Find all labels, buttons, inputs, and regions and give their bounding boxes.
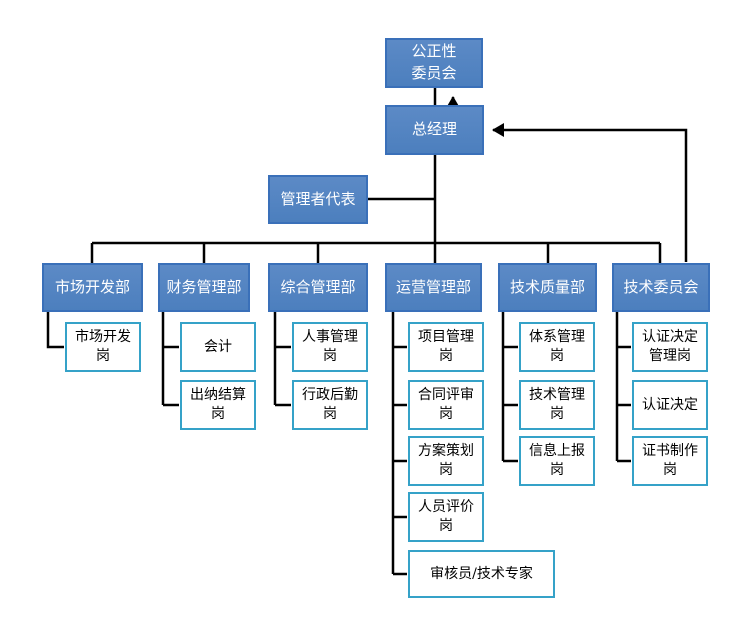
node-label: 人员评价 岗 [418,499,474,534]
node-dept-general-admin: 综合管理部 [268,263,368,312]
node-label: 体系管理 岗 [529,329,585,364]
node-dept-operations: 运营管理部 [385,263,482,312]
node-label: 证书制作 岗 [642,443,698,478]
node-role-cert-production: 证书制作 岗 [632,436,708,486]
node-label: 总经理 [411,120,457,139]
node-role-accountant: 会计 [180,322,256,372]
node-role-cashier-settlement: 出纳结算 岗 [180,380,256,430]
node-label: 技术委员会 [623,277,699,296]
node-label: 市场开发 岗 [75,329,131,364]
node-label: 综合管理部 [280,277,356,296]
node-dept-tech-quality: 技术质量部 [498,263,597,312]
node-role-auditor-tech-expert: 审核员/技术专家 [408,550,555,598]
node-role-cert-decision: 认证决定 [632,380,708,430]
node-impartiality-committee: 公正性 委员会 [385,38,483,88]
node-label: 审核员/技术专家 [430,565,533,582]
node-label: 认证决定 管理岗 [642,329,698,364]
node-label: 信息上报 岗 [529,443,585,478]
node-label: 人事管理 岗 [302,329,358,364]
node-label: 方案策划 岗 [418,443,474,478]
node-management-representative: 管理者代表 [268,175,368,224]
node-label: 行政后勤 岗 [302,387,358,422]
node-label: 技术管理 岗 [529,387,585,422]
node-role-tech-management: 技术管理 岗 [519,380,595,430]
node-role-cert-decision-management: 认证决定 管理岗 [632,322,708,372]
node-label: 合同评审 岗 [418,387,474,422]
node-role-market-development: 市场开发 岗 [65,322,141,372]
node-role-admin-logistics: 行政后勤 岗 [292,380,368,430]
node-dept-tech-committee: 技术委员会 [612,263,710,312]
node-label: 项目管理 岗 [418,329,474,364]
node-label: 运营管理部 [395,277,471,296]
node-label: 财务管理部 [166,277,242,296]
node-role-personnel-evaluation: 人员评价 岗 [408,492,484,542]
node-label: 技术质量部 [509,277,585,296]
node-label: 出纳结算 岗 [190,387,246,422]
node-label: 会计 [204,338,232,355]
node-role-project-management: 项目管理 岗 [408,322,484,372]
node-role-info-reporting: 信息上报 岗 [519,436,595,486]
node-label: 管理者代表 [280,189,356,208]
node-role-contract-review: 合同评审 岗 [408,380,484,430]
arrow-committee-to-gm [492,123,688,262]
node-role-plan-design: 方案策划 岗 [408,436,484,486]
node-label: 公正性 委员会 [411,42,457,82]
node-role-system-management: 体系管理 岗 [519,322,595,372]
node-role-hr-management: 人事管理 岗 [292,322,368,372]
node-general-manager: 总经理 [385,105,484,155]
node-label: 认证决定 [642,396,698,413]
node-dept-market-development: 市场开发部 [42,263,143,312]
node-dept-finance: 财务管理部 [158,263,250,312]
node-label: 市场开发部 [54,277,130,296]
conn-market-roles [46,311,64,349]
